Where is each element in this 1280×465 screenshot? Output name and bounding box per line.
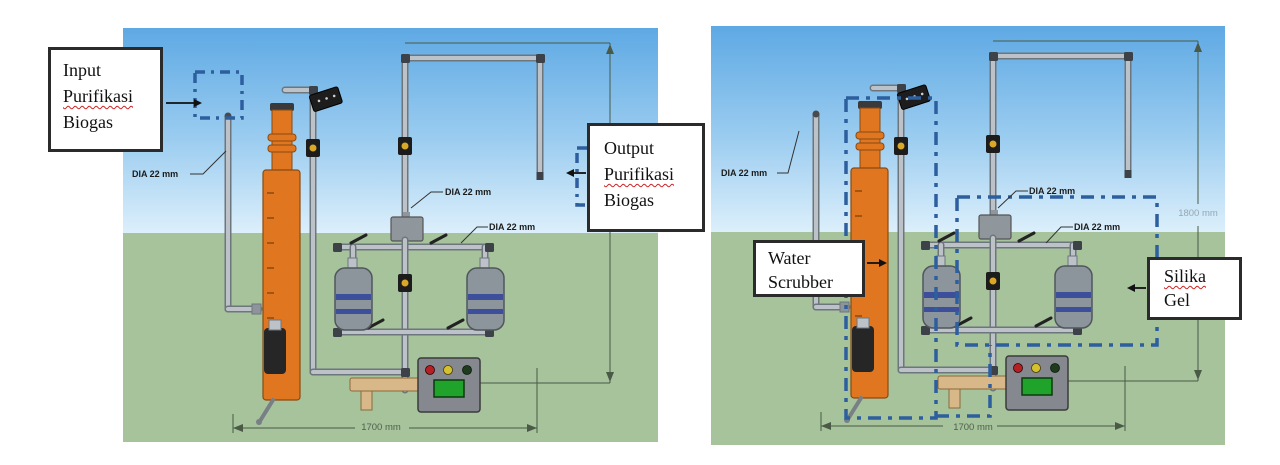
panel-display bbox=[433, 379, 465, 398]
callout-line: Scrubber bbox=[768, 272, 833, 293]
drain-pipe bbox=[258, 398, 275, 423]
callout-line: Water bbox=[768, 248, 811, 268]
column-riser-pipe bbox=[869, 84, 997, 374]
dashed-region-tail bbox=[936, 345, 992, 418]
dimension-width-label: 1700 mm bbox=[953, 422, 993, 433]
panel-display bbox=[1021, 377, 1053, 396]
callout-input-purifikasi-biogas: Input Purifikasi Biogas bbox=[48, 47, 163, 152]
sky-background bbox=[123, 28, 658, 233]
purification-rig bbox=[224, 54, 545, 425]
callout-line: Input bbox=[63, 60, 101, 80]
dark-indicator bbox=[1050, 363, 1060, 373]
scrubber-column bbox=[256, 103, 301, 425]
overhead-outlet-pipe bbox=[986, 52, 1133, 220]
ground-background bbox=[123, 233, 658, 442]
overhead-outlet-pipe bbox=[398, 54, 545, 222]
red-indicator bbox=[1013, 363, 1023, 373]
control-panel bbox=[417, 357, 481, 413]
pump bbox=[264, 328, 286, 374]
yellow-indicator bbox=[443, 365, 453, 375]
callout-water-scrubber: Water Scrubber bbox=[753, 240, 865, 297]
pipe-diameter-label: DIA 22 mm bbox=[445, 187, 492, 197]
left-diagram bbox=[123, 28, 658, 442]
dimension-height-label: 1800 mm bbox=[1178, 208, 1218, 219]
callout-line: Biogas bbox=[63, 112, 114, 133]
pipe-diameter-label: DIA 22 mm bbox=[132, 169, 179, 179]
pump bbox=[852, 326, 874, 372]
callout-line: Biogas bbox=[604, 190, 655, 211]
callout-line: Purifikasi bbox=[63, 86, 133, 107]
silika-gel-dashed-region bbox=[955, 195, 1159, 347]
inlet-pipe bbox=[224, 112, 263, 315]
pressure-gauge bbox=[308, 86, 343, 112]
silica-gel-tanks bbox=[334, 257, 505, 331]
red-indicator bbox=[425, 365, 435, 375]
callout-silika-gel: Silika Gel bbox=[1147, 257, 1242, 320]
pipe-diameter-label: DIA 22 mm bbox=[1074, 222, 1121, 232]
dimension-width-label: 1700 mm bbox=[361, 422, 401, 433]
pipe-diameter-label: DIA 22 mm bbox=[489, 222, 536, 232]
callout-line: Gel bbox=[1164, 290, 1190, 311]
callout-line: Purifikasi bbox=[604, 164, 674, 185]
input-dashed-region bbox=[193, 70, 244, 120]
wooden-bench bbox=[937, 375, 1025, 409]
drain-pipe bbox=[846, 396, 863, 421]
sky-background bbox=[711, 26, 1225, 232]
control-panel bbox=[1005, 355, 1069, 411]
right-diagram bbox=[711, 26, 1225, 445]
yellow-indicator bbox=[1031, 363, 1041, 373]
pipe-diameter-label: DIA 22 mm bbox=[721, 168, 768, 178]
wooden-bench bbox=[349, 377, 437, 411]
callout-output-purifikasi-biogas: Output Purifikasi Biogas bbox=[587, 123, 705, 232]
pipe-diameter-label: DIA 22 mm bbox=[1029, 186, 1076, 196]
column-riser-pipe bbox=[281, 86, 409, 376]
dimension-lines bbox=[820, 40, 1202, 431]
callout-line: Output bbox=[604, 138, 655, 158]
dimension-lines bbox=[232, 42, 614, 433]
dark-indicator bbox=[462, 365, 472, 375]
callout-line: Silika bbox=[1164, 266, 1207, 286]
